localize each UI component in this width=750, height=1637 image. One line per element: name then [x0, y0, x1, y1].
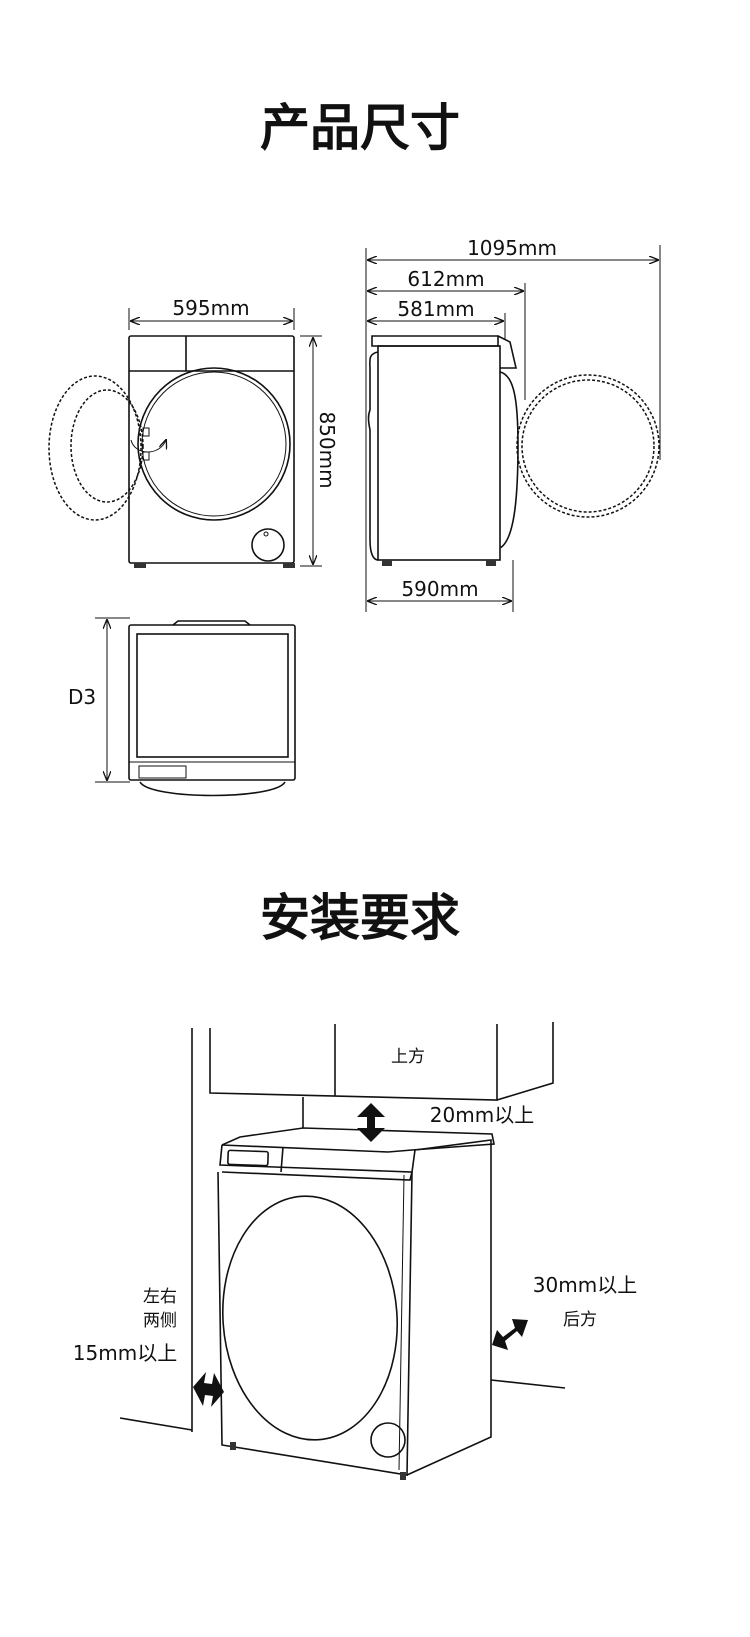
top-view-label: D3: [68, 685, 96, 709]
side-clearance-arrow-icon: [193, 1372, 224, 1407]
rear-clearance-label: 30mm以上: [533, 1273, 637, 1297]
installation-scene: 上方 20mm以上 左右 两侧 15mm以上 30mm以上 后方: [73, 1022, 637, 1480]
dimensions-title: 产品尺寸: [260, 99, 460, 157]
above-label: 上方: [391, 1047, 425, 1067]
top-view: D3: [68, 617, 296, 797]
above-clearance-label: 20mm以上: [430, 1103, 534, 1127]
sides-label-line2: 两侧: [143, 1311, 177, 1331]
depth-door-open-label: 1095mm: [467, 236, 557, 260]
installation-title: 安装要求: [260, 889, 460, 947]
depth-feet-label: 590mm: [401, 577, 478, 601]
sides-clearance-label: 15mm以上: [73, 1341, 177, 1365]
depth-body-label: 581mm: [397, 297, 474, 321]
depth-total-label: 612mm: [407, 267, 484, 291]
height-label: 850mm: [315, 411, 339, 488]
front-width-label: 595mm: [172, 296, 249, 320]
side-view: 1095mm 612mm 581mm 590mm: [365, 236, 661, 612]
rear-clearance-arrow-icon: [492, 1319, 528, 1350]
sides-label-line1: 左右: [143, 1287, 177, 1307]
front-view: 595mm 850mm: [48, 296, 339, 568]
vertical-clearance-arrow-icon: [357, 1103, 385, 1142]
rear-label: 后方: [563, 1310, 597, 1330]
